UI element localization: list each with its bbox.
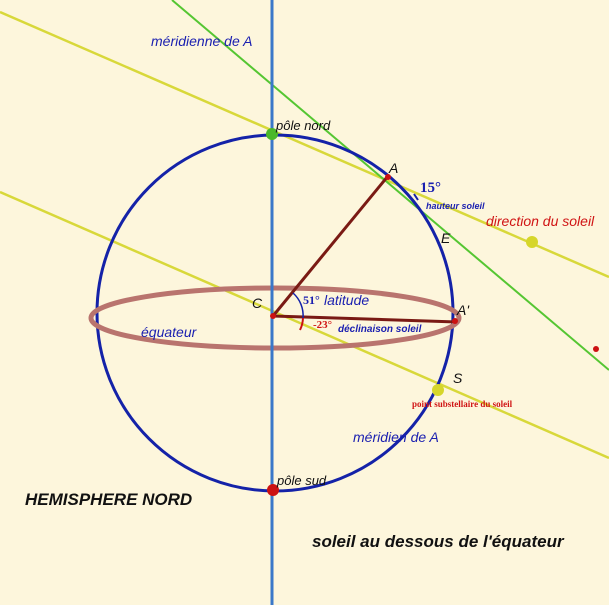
meridienne-label: méridienne de A: [151, 33, 252, 49]
sun-line-upper: [0, 10, 609, 279]
point-c-label: C: [252, 295, 263, 311]
radius-c-to-a: [271, 175, 390, 317]
pole-sud-point: [267, 484, 279, 496]
point-a-prime-label: A': [456, 302, 470, 318]
declinaison-soleil-label: déclinaison soleil: [338, 324, 422, 335]
point-a-marker: [385, 174, 391, 180]
equator-ring-back: [88, 285, 462, 319]
hauteur-angle-label: 15°: [420, 180, 441, 196]
hemisphere-label: HEMISPHERE NORD: [25, 490, 192, 509]
latitude-label: latitude: [324, 292, 369, 308]
point-s-label: S: [453, 370, 463, 386]
point-substellaire-label: point substellaire du soleil: [412, 399, 513, 409]
pole-sud-label: pôle sud: [276, 473, 327, 488]
meridien-label: méridien de A: [353, 429, 439, 445]
caption-label: soleil au dessous de l'équateur: [312, 532, 565, 551]
latitude-angle-arc: [292, 292, 304, 319]
hauteur-soleil-label: hauteur soleil: [426, 201, 485, 211]
equateur-label: équateur: [141, 324, 198, 340]
point-c-marker: [270, 313, 276, 319]
direction-soleil-label: direction du soleil: [486, 213, 595, 229]
point-a-prime-marker: [452, 318, 458, 324]
pole-nord-point: [266, 128, 278, 140]
declinaison-angle-label: -23°: [313, 319, 332, 331]
point-s-marker: [432, 384, 444, 396]
point-a-label: A: [388, 160, 398, 176]
horizon-end-marker: [593, 346, 599, 352]
pole-nord-label: pôle nord: [275, 118, 331, 133]
latitude-angle-label: 51°: [303, 293, 320, 307]
declinaison-angle-arc: [299, 317, 304, 331]
hauteur-angle-arc: [413, 193, 419, 201]
point-e-label: E: [441, 230, 451, 246]
horizon-tangent-line: [171, 0, 609, 371]
equator-ring-front: [88, 317, 462, 351]
sun-marker: [526, 236, 538, 248]
sun-line-lower: [0, 190, 609, 460]
